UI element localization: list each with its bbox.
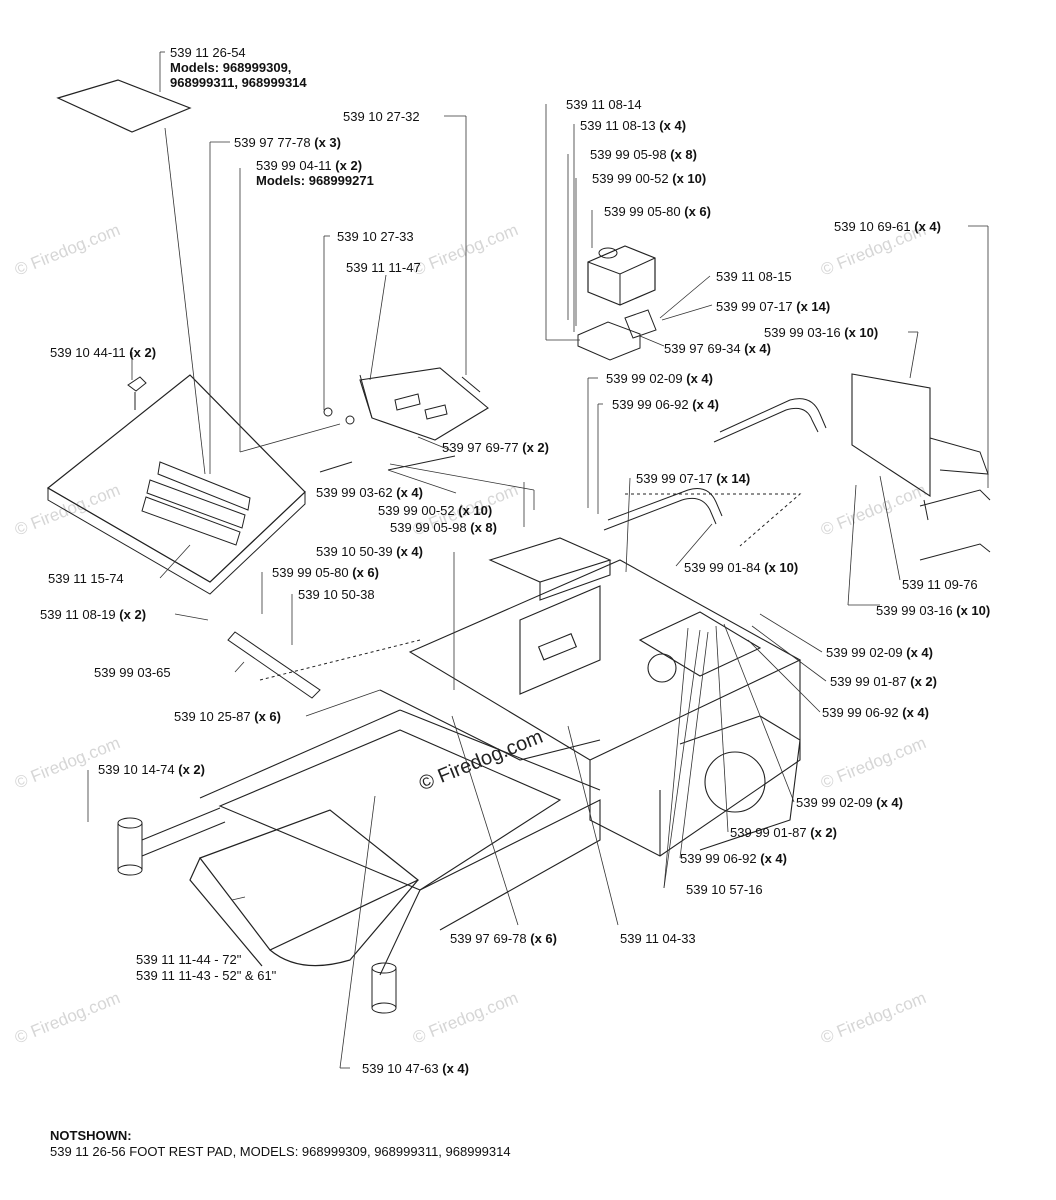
guide-bracket <box>227 631 421 699</box>
part-label: 539 10 50-38 <box>298 587 375 602</box>
part-label: 539 11 15-74 <box>48 571 124 586</box>
foot-rest-pad <box>56 79 192 133</box>
part-label: 539 99 01-87 (x 2) <box>730 825 837 840</box>
part-label: 539 99 02-09 (x 4) <box>606 371 713 386</box>
part-label: 539 10 57-16 <box>686 882 763 897</box>
part-label: 539 10 69-61 (x 4) <box>834 219 941 234</box>
part-label: 968999311, 968999314 <box>170 75 307 90</box>
part-label: 539 10 44-11 (x 2) <box>50 345 157 360</box>
part-label: 539 11 08-13 (x 4) <box>580 118 687 133</box>
caster-tube-right <box>371 962 397 1014</box>
rod <box>387 455 456 471</box>
caster-tube-left <box>117 807 226 876</box>
part-label: 539 99 05-80 (x 6) <box>604 204 711 219</box>
main-frame <box>199 537 802 976</box>
part-label: 539 11 08-15 <box>716 269 792 284</box>
part-label: 539 11 11-43 - 52" & 61" <box>136 968 277 983</box>
part-label: 539 97 69-78 (x 6) <box>450 931 557 946</box>
part-label: 539 99 03-16 (x 10) <box>764 325 879 340</box>
part-label: 539 11 08-14 <box>566 97 642 112</box>
part-label: 539 99 02-09 (x 4) <box>796 795 903 810</box>
part-label: 539 99 05-98 (x 8) <box>390 520 497 535</box>
part-label: 539 99 00-52 (x 10) <box>378 503 493 518</box>
part-label: 539 11 11-47 <box>346 260 421 275</box>
part-label: 539 99 05-80 (x 6) <box>272 565 379 580</box>
part-label: 539 99 01-87 (x 2) <box>830 674 937 689</box>
part-label: 539 99 02-09 (x 4) <box>826 645 933 660</box>
part-label: 539 99 00-52 (x 10) <box>592 171 707 186</box>
part-label: 539 97 77-78 (x 3) <box>234 135 341 150</box>
part-label: 539 10 47-63 (x 4) <box>362 1061 469 1076</box>
part-label: 539 10 27-32 <box>343 109 420 124</box>
fuel-tank <box>577 245 656 361</box>
part-label: 539 11 04-33 <box>620 931 696 946</box>
not-shown-heading: NOTSHOWN: <box>50 1128 132 1143</box>
knob-part <box>127 376 147 410</box>
part-label: 539 99 01-84 (x 10) <box>684 560 799 575</box>
part-label: 539 10 25-87 (x 6) <box>174 709 281 724</box>
part-label: 539 99 04-11 (x 2)Models: 968999271 <box>256 158 374 188</box>
part-label: 539 11 08-19 (x 2) <box>40 607 147 622</box>
part-label: 539 99 03-16 (x 10) <box>876 603 991 618</box>
rod <box>319 461 353 473</box>
part-label: 539 10 27-33 <box>337 229 414 244</box>
part-label: 539 99 07-17 (x 14) <box>636 471 751 486</box>
part-label: 539 10 50-39 (x 4) <box>316 544 423 559</box>
floor-plate <box>46 374 306 595</box>
part-label: 539 11 11-44 - 72" <box>136 952 242 967</box>
part-label: 539 10 14-74 (x 2) <box>98 762 205 777</box>
part-label: 539 11 09-76 <box>902 577 978 592</box>
front-footrest <box>189 809 420 967</box>
part-label: 539 99 06-92 (x 4) <box>680 851 787 866</box>
part-label: 539 99 05-98 (x 8) <box>590 147 697 162</box>
part-label: 539 97 69-34 (x 4) <box>664 341 771 356</box>
part-label: 539 99 06-92 (x 4) <box>822 705 929 720</box>
tank-bracket <box>624 309 657 339</box>
pedal-bracket <box>323 367 489 441</box>
roll-bar <box>603 373 991 561</box>
part-label: 539 99 03-65 <box>94 665 171 680</box>
leader-lines <box>87 51 989 1069</box>
part-label: 539 99 06-92 (x 4) <box>612 397 719 412</box>
part-label: 539 99 03-62 (x 4) <box>316 485 423 500</box>
part-label: 539 99 07-17 (x 14) <box>716 299 831 314</box>
not-shown-line: 539 11 26-56 FOOT REST PAD, MODELS: 9689… <box>50 1144 511 1159</box>
part-label: 539 97 69-77 (x 2) <box>442 440 549 455</box>
not-shown-note: NOTSHOWN: 539 11 26-56 FOOT REST PAD, MO… <box>50 1128 511 1160</box>
